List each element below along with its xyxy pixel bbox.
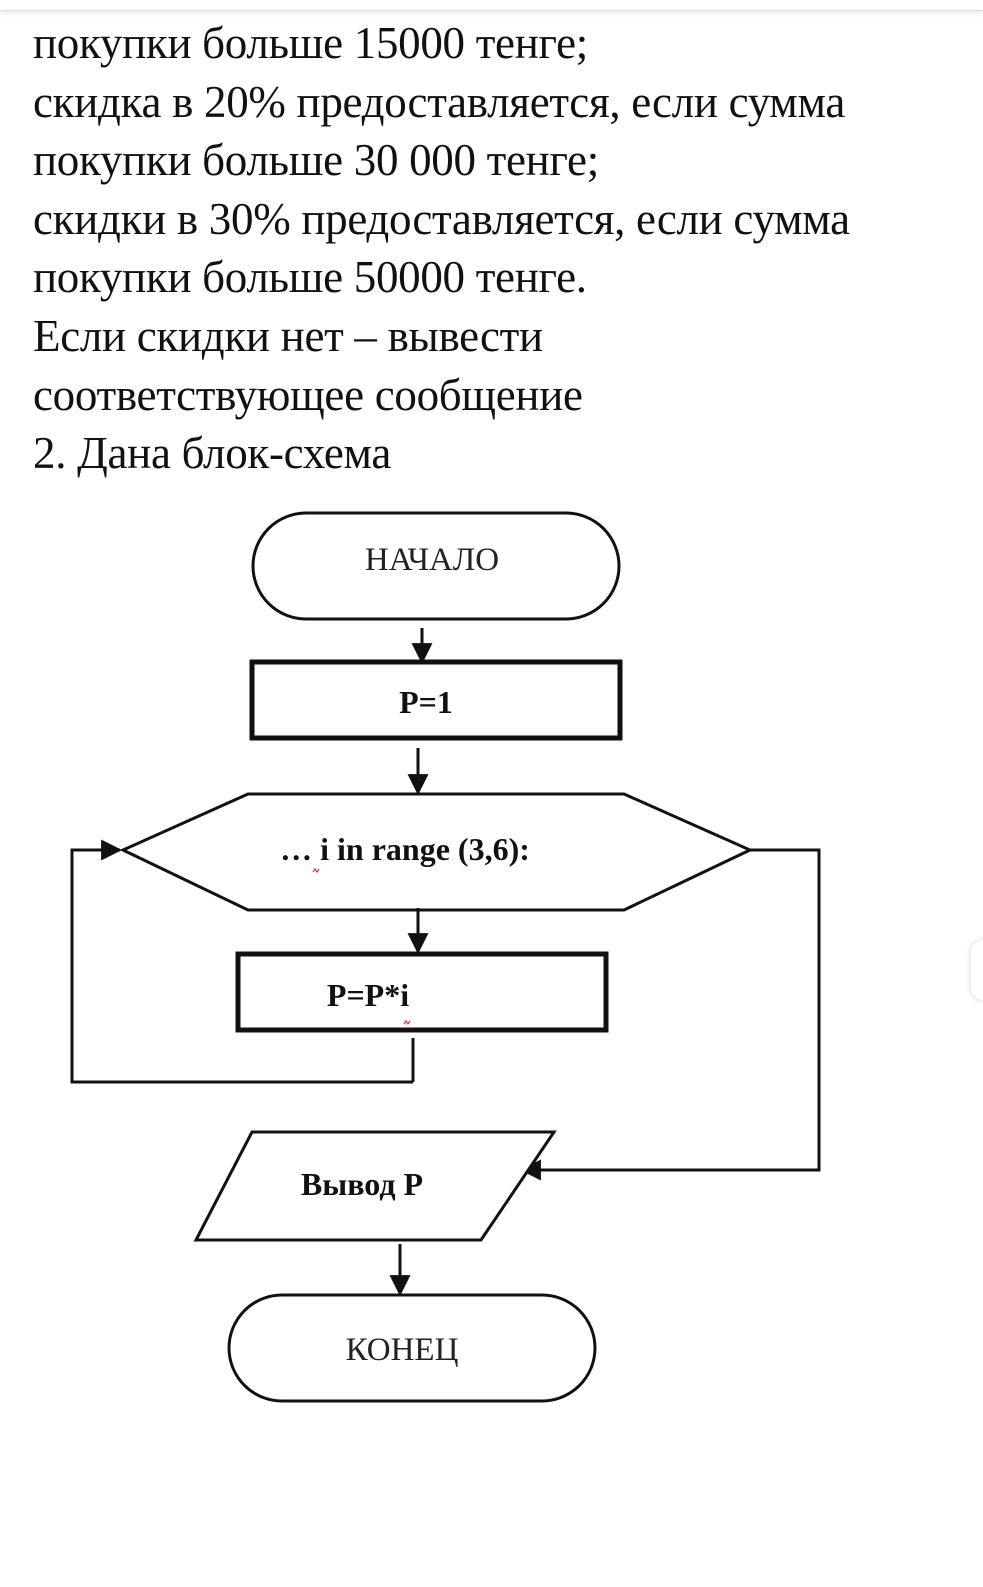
- text-line: соответствующее сообщение: [33, 369, 583, 420]
- text-line: покупки больше 50000 тенге.: [33, 252, 587, 303]
- task-heading: 2. Дана блок-схема: [33, 428, 392, 479]
- init-process: P=1: [249, 659, 623, 741]
- spellcheck-mark: [312, 867, 320, 874]
- text-line: Если скидки нет – вывести: [33, 310, 543, 361]
- loop-exit-arrow: [519, 848, 821, 1181]
- loop-label: … i in range (3,6):: [280, 831, 530, 867]
- text-line: скидка в 20% предоставляется, если сумма: [33, 76, 846, 127]
- text-line: покупки больше 30 000 тенге;: [33, 135, 599, 186]
- output-parallelogram: Вывод P: [193, 1130, 557, 1242]
- body-label: P=P*i: [327, 977, 409, 1013]
- output-label: Вывод P: [301, 1166, 423, 1202]
- task-text: покупки больше 15000 тенге; скидка в 20%…: [33, 14, 983, 483]
- loop-back-arrow: [70, 839, 413, 1084]
- loop-hexagon: … i in range (3,6):: [119, 792, 754, 912]
- scroll-handle[interactable]: [971, 940, 983, 1000]
- body-process: P=P*i: [235, 951, 609, 1033]
- text-line: покупки больше 15000 тенге;: [33, 18, 588, 68]
- end-label: КОНЕЦ: [346, 1332, 459, 1368]
- init-label: P=1: [399, 684, 453, 720]
- end-terminator: КОНЕЦ: [227, 1293, 597, 1403]
- start-terminator: НАЧАЛО: [251, 511, 621, 621]
- text-line: скидки в 30% предоставляется, если сумма: [33, 193, 850, 244]
- flowchart: НАЧАЛО P=1 … i in range (3,6): P=P*i Выв…: [70, 511, 821, 1403]
- start-label: НАЧАЛО: [365, 542, 499, 578]
- top-bar: [0, 0, 983, 11]
- spellcheck-mark: [403, 1019, 411, 1026]
